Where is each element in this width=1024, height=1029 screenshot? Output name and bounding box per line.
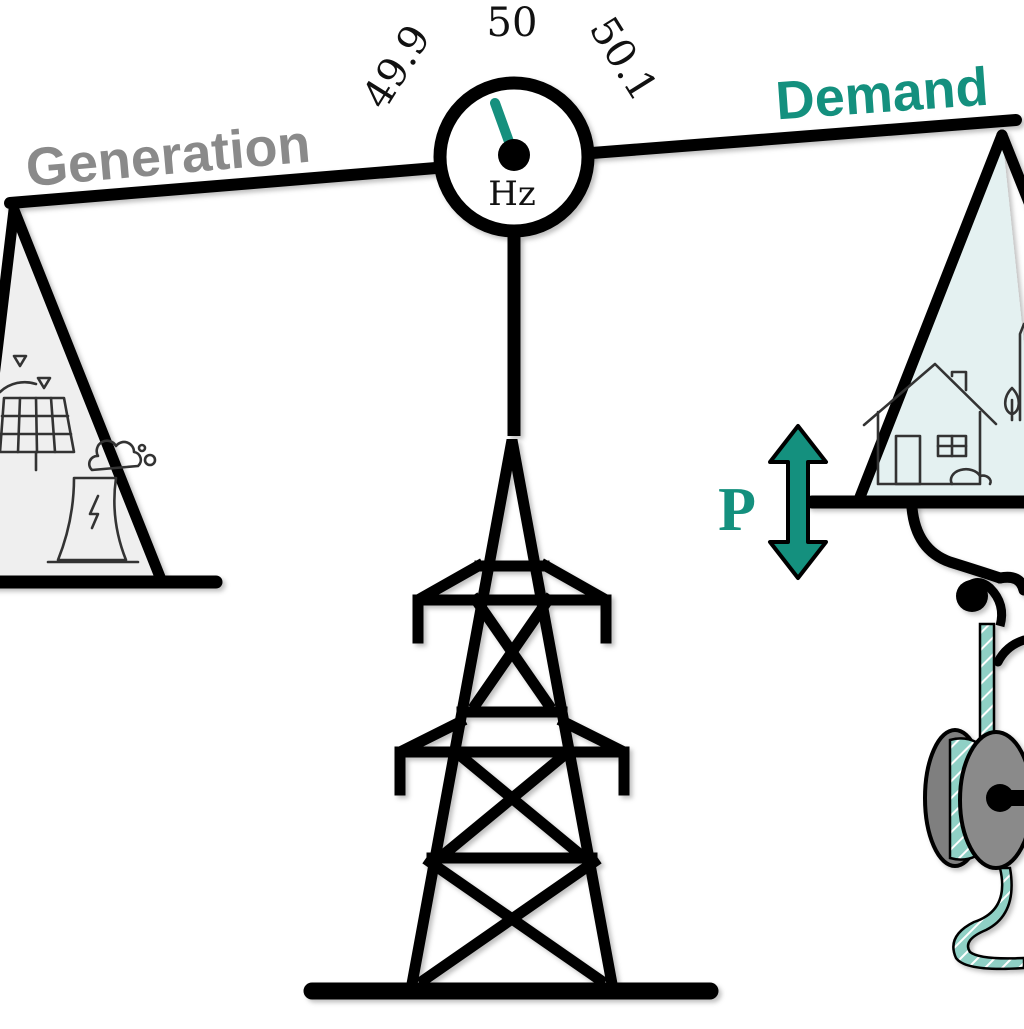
cooling-tower-icon [46,476,140,564]
spring-hook-icon [906,502,1024,667]
balance-beam [4,114,1022,436]
sun-icon [0,354,52,394]
solar-panel-icon [0,396,76,472]
tree-icon [1003,386,1021,422]
generation-pan [0,204,223,589]
updown-arrow-icon [768,424,828,580]
cable-spool-icon [923,622,1024,971]
smoke-cloud-icon [87,439,157,472]
scale-tick-low: 49.9 [354,17,440,117]
frequency-gauge-icon [433,76,595,238]
frequency-unit-label: Hz [488,174,536,214]
building-icon [1018,322,1024,422]
house-icon [862,362,998,486]
power-label: P [718,476,756,544]
demand-label: Demand [774,57,991,132]
scale-tick-high: 50.1 [580,9,666,109]
scale-tick-mid: 50 [487,0,538,46]
transmission-tower-icon [303,439,719,1000]
demand-pan [805,129,1024,509]
